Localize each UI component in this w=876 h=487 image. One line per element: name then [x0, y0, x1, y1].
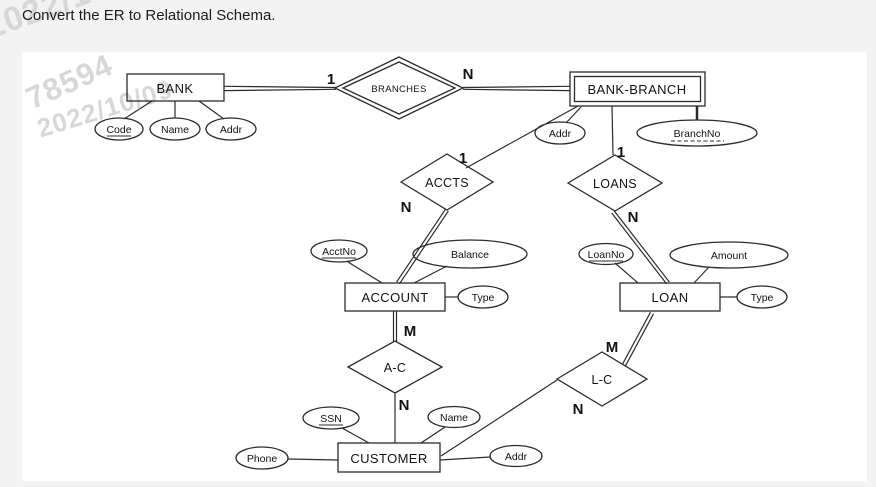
cardinality-bankbranch-loans: 1: [617, 144, 625, 161]
attribute-ssn: SSN: [302, 406, 360, 430]
line-bankbranch-accts: [465, 105, 579, 169]
cardinality-accts-account: N: [401, 199, 412, 216]
line-bank-attrs: [123, 100, 225, 120]
attribute-branch-no-label: BranchNo: [674, 128, 721, 140]
attribute-balance: Balance: [412, 239, 528, 269]
attribute-loan-no-label: LoanNo: [588, 249, 625, 261]
attribute-phone: Phone: [235, 446, 289, 470]
attribute-customer-name: Name: [427, 405, 481, 429]
cardinality-lc-customer: N: [573, 401, 584, 418]
attribute-customer-addr: Addr: [489, 444, 543, 468]
entity-bank-branch-label: BANK-BRANCH: [587, 82, 686, 97]
attribute-amount-label: Amount: [711, 250, 747, 262]
attribute-account-type-label: Type: [472, 292, 495, 304]
entity-bank: BANK: [126, 73, 225, 102]
attribute-branch-no: BranchNo: [636, 119, 758, 147]
relationship-branches: BRANCHES: [333, 56, 465, 120]
entity-account: ACCOUNT: [344, 282, 446, 312]
line-account-acctno: [347, 261, 383, 284]
entity-bank-branch: BANK-BRANCH: [569, 71, 706, 107]
attribute-loan-type: Type: [736, 285, 788, 309]
entity-bank-label: BANK: [156, 81, 193, 96]
attribute-customer-addr-label: Addr: [505, 451, 528, 463]
relationship-accts-label: ACCTS: [425, 176, 469, 190]
entity-loan: LOAN: [619, 282, 721, 312]
line-loans-loan: [611, 210, 670, 285]
er-diagram: BANK BANK-BRANCH ACCOUNT LOAN CUSTOMER B…: [94, 56, 789, 473]
relationship-branches-label: BRANCHES: [371, 84, 426, 95]
attribute-acct-no: AcctNo: [310, 239, 368, 263]
line-customer-phone: [287, 458, 339, 461]
line-account-balance: [413, 265, 448, 284]
attribute-amount: Amount: [669, 241, 789, 269]
relationship-lc: L-C: [555, 351, 649, 407]
entity-loan-label: LOAN: [651, 290, 688, 305]
line-customer-ssn: [341, 427, 370, 444]
relationship-loans-label: LOANS: [593, 177, 637, 191]
cardinality-branches-bankbranch: N: [463, 66, 474, 83]
attribute-phone-label: Phone: [247, 453, 278, 465]
cardinality-bankbranch-accts: 1: [459, 150, 467, 167]
relationship-ac: A-C: [346, 340, 444, 394]
cardinality-ac-customer: N: [399, 397, 410, 414]
entity-customer-label: CUSTOMER: [350, 451, 427, 466]
relationship-ac-label: A-C: [384, 361, 406, 375]
line-loan-lc: [621, 311, 655, 367]
line-bankbranch-loans: [611, 105, 614, 156]
relationship-lc-label: L-C: [591, 373, 612, 387]
line-lc-customer: [440, 379, 558, 457]
line-loan-amount: [693, 266, 710, 284]
attribute-bank-addr-label: Addr: [220, 124, 243, 136]
entity-account-label: ACCOUNT: [361, 290, 428, 305]
line-customer-addr: [439, 456, 491, 461]
attribute-bank-name-label: Name: [161, 124, 189, 136]
cardinality-loan-lc: M: [606, 339, 619, 356]
line-accts-account: [396, 208, 449, 285]
attribute-customer-name-label: Name: [440, 412, 468, 424]
line-bank-branches: [223, 85, 337, 92]
cardinality-account-ac: M: [404, 323, 417, 340]
attribute-bank-name: Name: [149, 117, 201, 141]
attribute-balance-label: Balance: [451, 249, 489, 261]
line-account-ac: [392, 311, 398, 342]
line-bankbranch-addr: [565, 106, 582, 124]
attribute-branch-addr-label: Addr: [549, 128, 572, 140]
attribute-bank-code-label: Code: [106, 124, 131, 136]
relationship-loans: LOANS: [566, 154, 664, 212]
attribute-loan-type-label: Type: [751, 292, 774, 304]
attribute-account-type: Type: [457, 285, 509, 309]
cardinality-bank-branches: 1: [327, 71, 335, 88]
line-branches-bankbranch: [462, 85, 571, 92]
line-customer-name: [420, 426, 446, 444]
cardinality-loans-loan: N: [628, 209, 639, 226]
entity-customer: CUSTOMER: [337, 442, 441, 473]
attribute-ssn-label: SSN: [320, 413, 342, 425]
attribute-acct-no-label: AcctNo: [322, 246, 356, 258]
relationship-accts: ACCTS: [399, 153, 495, 211]
page-title: Convert the ER to Relational Schema.: [22, 7, 276, 24]
attribute-bank-code: Code: [94, 117, 144, 141]
attribute-loan-no: LoanNo: [578, 242, 634, 266]
line-loan-loanno: [614, 262, 639, 284]
attribute-bank-addr: Addr: [205, 117, 257, 141]
attribute-branch-addr: Addr: [534, 121, 586, 145]
